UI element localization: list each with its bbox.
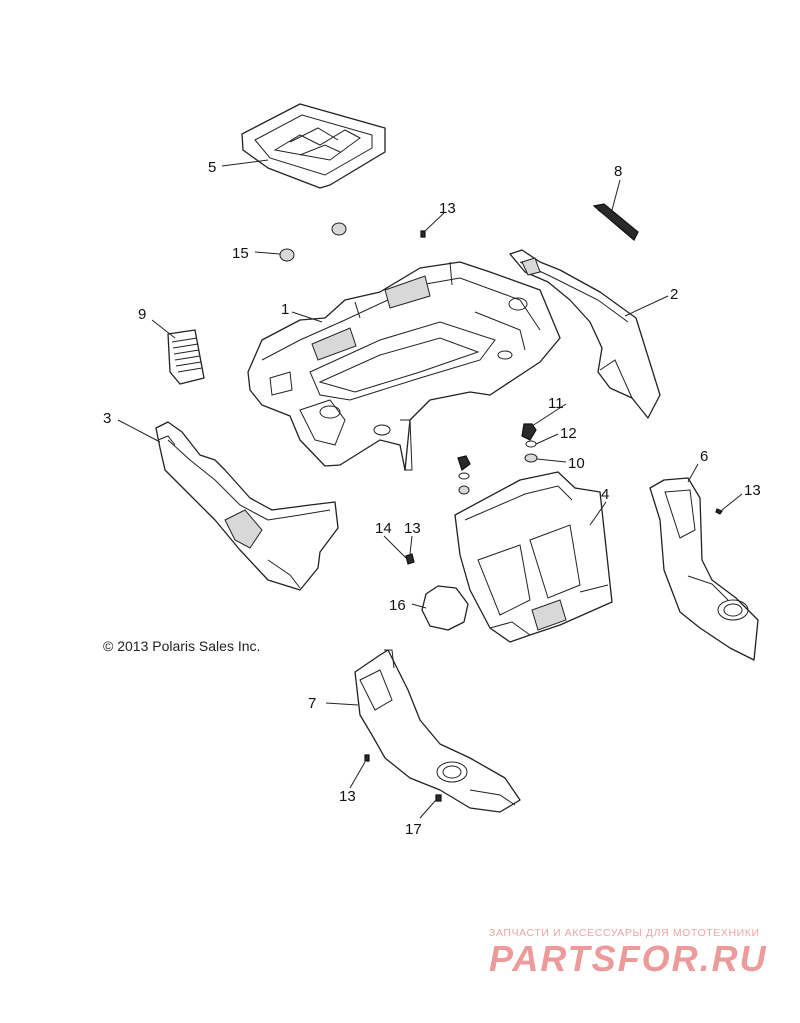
callout-9: 9: [138, 306, 146, 323]
callout-17: 17: [405, 821, 422, 838]
part-2-right-panel: [509, 249, 661, 419]
callout-15: 15: [232, 245, 249, 262]
callout-5: 5: [208, 159, 216, 176]
copyright-notice: © 2013 Polaris Sales Inc.: [103, 638, 261, 654]
callout-labels: 5 15 13 8 2 1 9 3 11 12 10 4 6 13 14 13 …: [103, 159, 761, 838]
part-7-lower-panel: [354, 649, 521, 813]
part-5-tray-lid: [241, 103, 386, 189]
watermark-brand: PARTSFOR.RU: [489, 938, 768, 979]
callout-10: 10: [568, 455, 585, 472]
callout-11: 11: [548, 395, 564, 412]
callout-13: 13: [439, 200, 456, 217]
part-13-screws: [364, 230, 723, 762]
part-1-storage-box: [247, 261, 561, 471]
part-6-right-lower-panel: [649, 477, 759, 661]
callout-14: 14: [375, 520, 392, 537]
leader-lines: [117, 159, 743, 819]
part-9-vent-grille: [167, 329, 205, 385]
callout-6: 6: [700, 448, 708, 465]
callout-1: 1: [281, 301, 289, 318]
part-8-bracket: [592, 203, 639, 241]
part-14-clip: [405, 553, 415, 565]
callout-12: 12: [560, 425, 577, 442]
callout-3: 3: [103, 410, 111, 427]
callout-7: 7: [308, 695, 316, 712]
watermark-tagline: ЗАПЧАСТИ И АКСЕССУАРЫ ДЛЯ МОТОТЕХНИКИ: [489, 927, 760, 939]
callout-13: 13: [339, 788, 356, 805]
callout-4: 4: [601, 486, 609, 503]
callout-8: 8: [614, 163, 622, 180]
part-16-label: [421, 585, 469, 631]
part-3-left-panel: [155, 421, 339, 591]
part-11-12-10-hardware: [457, 423, 538, 495]
callout-13: 13: [744, 482, 761, 499]
part-15-grommet: [279, 222, 347, 262]
callout-16: 16: [389, 597, 406, 614]
part-17-screw: [435, 794, 442, 802]
callout-13: 13: [404, 520, 421, 537]
callout-2: 2: [670, 286, 678, 303]
part-4-floor-tray: [454, 471, 613, 643]
